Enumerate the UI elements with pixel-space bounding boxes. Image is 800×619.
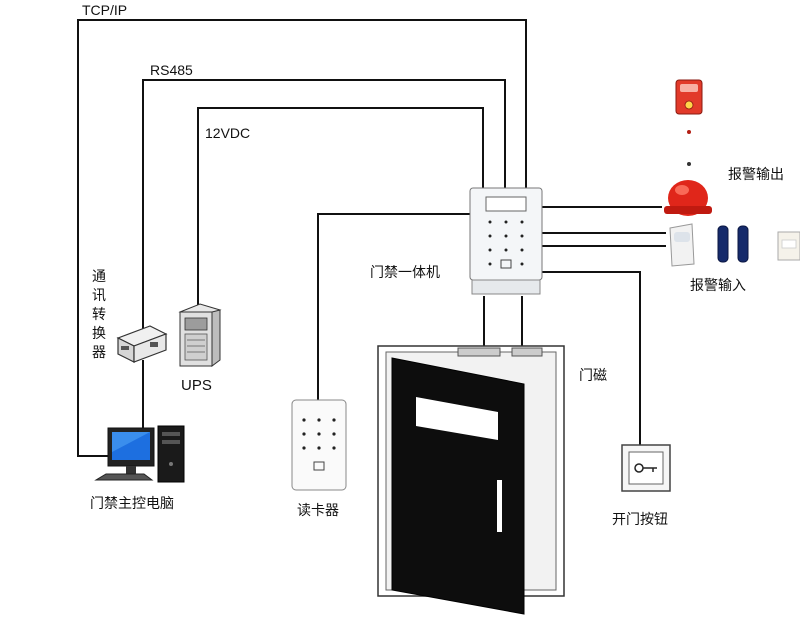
card-reader-line [317,213,470,400]
tcp-ip-line [77,19,527,457]
ups-label: UPS [181,377,212,394]
exit-button-line [540,271,641,445]
door-window [416,397,498,440]
card-reader-label: 读卡器 [297,503,339,519]
controller-label: 门禁一体机 [370,265,440,281]
host-pc-label: 门禁主控电脑 [90,496,174,512]
12vdc-line [197,107,484,305]
door-handle [497,480,502,532]
alarm-output-label: 报警输出 [728,167,784,183]
converter-device [116,325,168,363]
alarm-input-label: 报警输入 [690,278,746,294]
rs485-label: RS485 [150,62,193,78]
converter-label: 通讯转换器 [92,269,106,361]
door-sensor-label: 门磁 [579,368,607,384]
exit-button-label: 开门按钮 [612,512,668,528]
access-controller [469,187,543,295]
exit-button-device [621,444,671,492]
rs485-line [142,79,506,330]
door-leaf [391,357,525,615]
alarm-output-devices [664,79,712,216]
ups-device [178,303,222,367]
alarm-input-devices [669,223,800,267]
host-pc [94,425,185,483]
tcp-ip-label: TCP/IP [82,2,128,18]
door-contact [511,347,543,357]
door [377,345,565,615]
magnetic-lock [457,347,501,357]
12vdc-label: 12VDC [205,125,251,141]
card-reader-device [291,399,347,491]
wiring [77,19,666,457]
